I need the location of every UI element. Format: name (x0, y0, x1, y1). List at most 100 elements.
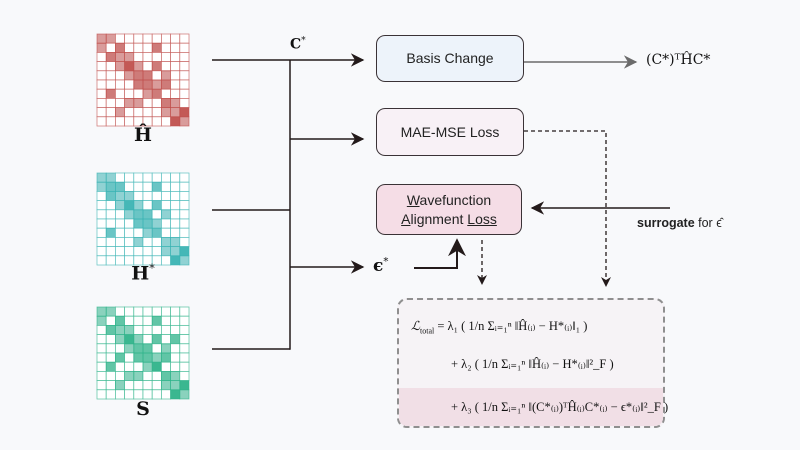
matrix-cell (105, 315, 116, 326)
matrix-cell (170, 52, 181, 63)
matrix-cell (133, 380, 144, 391)
matrix-cell (179, 246, 190, 257)
matrix-cell (170, 190, 181, 201)
matrix-cell (124, 380, 135, 391)
matrix-cell (96, 33, 107, 44)
matrix-cell (115, 107, 126, 118)
matrix-cell (179, 361, 190, 372)
matrix-cell (160, 227, 171, 238)
matrix-cell (96, 190, 107, 201)
matrix-cell (179, 200, 190, 211)
matrix-cell (179, 42, 190, 53)
matrix-cell (96, 361, 107, 372)
matrix-cell (151, 370, 162, 381)
matrix-cell (179, 306, 190, 317)
matrix-cell (151, 79, 162, 90)
matrix-cell (160, 236, 171, 247)
matrix-cell (142, 52, 153, 63)
matrix-cell (142, 107, 153, 118)
matrix-cell (170, 370, 181, 381)
matrix-cell (105, 61, 116, 72)
matrix-cell (105, 380, 116, 391)
matrix-cell (133, 200, 144, 211)
matrix-cell (179, 380, 190, 391)
matrix-cell (124, 181, 135, 192)
matrix-cell (133, 370, 144, 381)
matrix-cell (160, 181, 171, 192)
matrix-cell (142, 236, 153, 247)
mae-mse-loss-box[interactable]: MAE-MSE Loss (376, 108, 524, 156)
dashed-arrowhead-mae (601, 277, 611, 287)
matrix-cell (105, 236, 116, 247)
matrix-cell (142, 352, 153, 363)
matrix-cell (115, 209, 126, 220)
matrix-cell (179, 370, 190, 381)
matrix-cell (179, 218, 190, 229)
matrix-cell (179, 352, 190, 363)
matrix-cell (170, 380, 181, 391)
matrix-cell (124, 343, 135, 354)
matrix-cell (160, 343, 171, 354)
matrix-cell (160, 324, 171, 335)
matrix-cell (115, 218, 126, 229)
matrix-cell (115, 172, 126, 183)
matrix-cell (115, 190, 126, 201)
matrix-cell (124, 361, 135, 372)
matrix-cell (151, 352, 162, 363)
matrix-cell (142, 70, 153, 81)
matrix-cell (170, 324, 181, 335)
matrix-cell (142, 306, 153, 317)
matrix-cell (115, 61, 126, 72)
matrix-cell (133, 79, 144, 90)
matrix-cell (160, 352, 171, 363)
formula-term-1: ℒtotal = λ₁ ( 1/n Σᵢ₌₁ⁿ ‖Ĥ₍ᵢ₎ − H*₍ᵢ₎‖₁ … (411, 319, 588, 336)
matrix-cell (179, 79, 190, 90)
formula-term-3: + λ₃ ( 1/n Σᵢ₌₁ⁿ ‖(C*₍ᵢ₎)ᵀĤ₍ᵢ₎C*₍ᵢ₎ − ϵ*… (451, 400, 669, 414)
matrix-cell (160, 79, 171, 90)
matrix-cell (160, 98, 171, 109)
label-surrogate: surrogate for ϵ̂ (637, 216, 722, 230)
matrix-cell (170, 227, 181, 238)
matrix-cell (124, 246, 135, 257)
matrix-cell (142, 61, 153, 72)
matrix-cell (179, 343, 190, 354)
matrix-cell (124, 324, 135, 335)
matrix-cell (124, 33, 135, 44)
matrix-cell (133, 88, 144, 99)
matrix-cell (96, 209, 107, 220)
matrix-cell (179, 172, 190, 183)
matrix-cell (124, 42, 135, 53)
matrix-cell (115, 42, 126, 53)
matrix-cell (124, 200, 135, 211)
matrix-cell (96, 324, 107, 335)
wavefunction-alignment-loss-box[interactable]: Wavefunction Alignment Loss (376, 184, 522, 235)
matrix-cell (96, 200, 107, 211)
matrix-cell (115, 380, 126, 391)
matrix-cell (115, 246, 126, 257)
matrix-cell (115, 306, 126, 317)
matrix-cell (142, 324, 153, 335)
matrix-cell (133, 361, 144, 372)
matrix-cell (124, 98, 135, 109)
matrix-cell (160, 70, 171, 81)
matrix-cell (96, 70, 107, 81)
matrix-cell (105, 352, 116, 363)
matrix-cell (151, 227, 162, 238)
matrix-cell (179, 334, 190, 345)
matrix-cell (151, 236, 162, 247)
matrix-cell (96, 306, 107, 317)
matrix-cell (96, 107, 107, 118)
basis-change-label: Basis Change (406, 50, 494, 67)
matrix-cell (124, 370, 135, 381)
matrix-cell (151, 246, 162, 257)
matrix-cell (133, 343, 144, 354)
basis-change-box[interactable]: Basis Change (376, 35, 524, 82)
wal-term-highlight (399, 388, 663, 426)
matrix-cell (96, 79, 107, 90)
matrix-cell (133, 190, 144, 201)
matrix-cell (133, 352, 144, 363)
matrix-cell (105, 306, 116, 317)
matrix-cell (124, 190, 135, 201)
matrix-cell (133, 107, 144, 118)
matrix-cell (151, 181, 162, 192)
